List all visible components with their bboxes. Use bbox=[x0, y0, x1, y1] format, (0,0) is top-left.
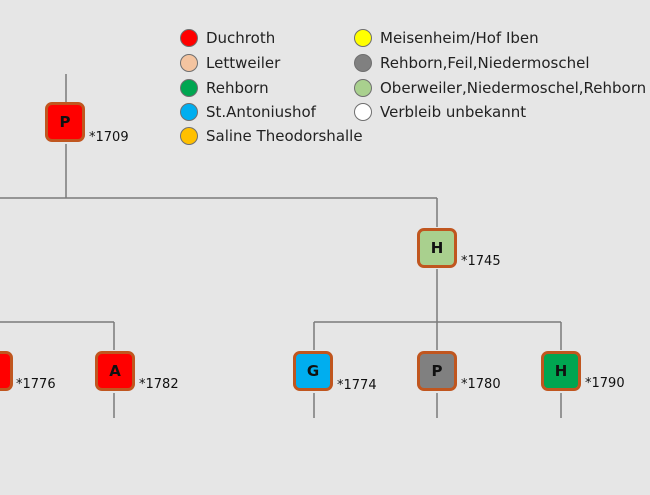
birth-year-label: *1774 bbox=[337, 378, 377, 393]
legend-color-swatch bbox=[180, 79, 198, 97]
legend-item: Meisenheim/Hof Iben bbox=[354, 27, 539, 49]
person-node-g1774[interactable]: G bbox=[293, 351, 333, 391]
node-letter: P bbox=[59, 113, 71, 131]
legend-item: Oberweiler,Niedermoschel,Rehborn bbox=[354, 77, 646, 99]
node-letter: A bbox=[109, 362, 121, 380]
legend-color-swatch bbox=[354, 29, 372, 47]
legend-label: Duchroth bbox=[206, 29, 276, 47]
person-node-a1782[interactable]: A bbox=[95, 351, 135, 391]
legend-color-swatch bbox=[180, 103, 198, 121]
legend-color-swatch bbox=[180, 29, 198, 47]
birth-year-label: *1782 bbox=[139, 377, 179, 392]
legend-color-swatch bbox=[354, 54, 372, 72]
legend-item: Lettweiler bbox=[180, 52, 280, 74]
legend-label: Meisenheim/Hof Iben bbox=[380, 29, 539, 47]
person-node-h1790[interactable]: H bbox=[541, 351, 581, 391]
legend-color-swatch bbox=[180, 54, 198, 72]
legend-item: Duchroth bbox=[180, 27, 275, 49]
node-letter: H bbox=[554, 362, 568, 380]
legend-label: St.Antoniushof bbox=[206, 103, 316, 121]
legend-item: St.Antoniushof bbox=[180, 101, 316, 123]
legend-item: Saline Theodorshalle bbox=[180, 125, 363, 147]
legend-item: Rehborn bbox=[180, 77, 269, 99]
legend-color-swatch bbox=[354, 103, 372, 121]
legend-label: Rehborn,Feil,Niedermoschel bbox=[380, 54, 590, 72]
node-letter: H bbox=[430, 239, 444, 257]
node-letter: G bbox=[306, 362, 320, 380]
person-node-h1745[interactable]: H bbox=[417, 228, 457, 268]
legend-label: Lettweiler bbox=[206, 54, 281, 72]
legend-item: Rehborn,Feil,Niedermoschel bbox=[354, 52, 590, 74]
legend-label: Rehborn bbox=[206, 79, 269, 97]
legend-item: Verbleib unbekannt bbox=[354, 101, 526, 123]
birth-year-label: *1790 bbox=[585, 376, 625, 391]
birth-year-label: *1776 bbox=[16, 377, 56, 392]
birth-year-label: *1709 bbox=[89, 130, 129, 145]
person-node-x1776[interactable] bbox=[0, 351, 13, 391]
legend-label: Verbleib unbekannt bbox=[380, 103, 527, 121]
birth-year-label: *1780 bbox=[461, 377, 501, 392]
person-node-p1709[interactable]: P bbox=[45, 102, 85, 142]
node-letter: P bbox=[431, 362, 443, 380]
legend-label: Saline Theodorshalle bbox=[206, 127, 363, 145]
legend-color-swatch bbox=[180, 127, 198, 145]
birth-year-label: *1745 bbox=[461, 254, 501, 269]
person-node-p1780[interactable]: P bbox=[417, 351, 457, 391]
legend-color-swatch bbox=[354, 79, 372, 97]
legend-label: Oberweiler,Niedermoschel,Rehborn bbox=[380, 79, 647, 97]
